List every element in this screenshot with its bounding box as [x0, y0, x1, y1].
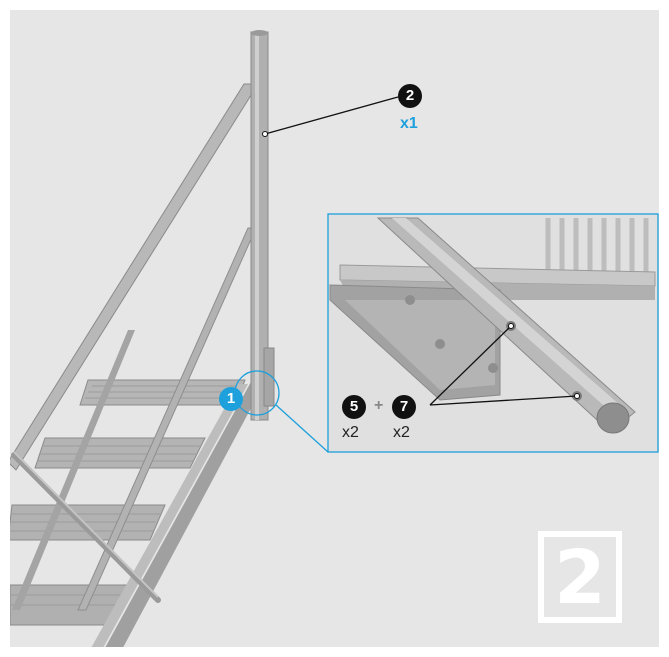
stair-tread: [34, 437, 206, 469]
plus-sign: +: [374, 397, 384, 414]
bolt-quantity-label: x2: [342, 424, 359, 441]
nut-quantity-label: x2: [393, 424, 410, 441]
stair-stringer: [91, 384, 248, 647]
part-quantity-label: x1: [400, 115, 418, 132]
stair-stringer: [12, 330, 135, 610]
step-number-box: 2: [538, 531, 622, 623]
detail-marker-badge: 1: [219, 387, 243, 411]
stair-stringer: [105, 380, 266, 647]
leader-line: [264, 96, 399, 135]
illustration-frame: 2 x1 1 5 + 7 x2 x2 2: [10, 10, 659, 647]
detail-inset: [327, 213, 659, 453]
vertical-post: [250, 30, 275, 421]
staircase: [10, 227, 266, 647]
detail-connector: [275, 404, 329, 453]
stair-handrail-drawing: [10, 30, 659, 647]
bolt-part-badge: 5: [342, 395, 366, 419]
part-number-badge: 2: [398, 84, 422, 108]
nut-part-badge: 7: [392, 395, 416, 419]
